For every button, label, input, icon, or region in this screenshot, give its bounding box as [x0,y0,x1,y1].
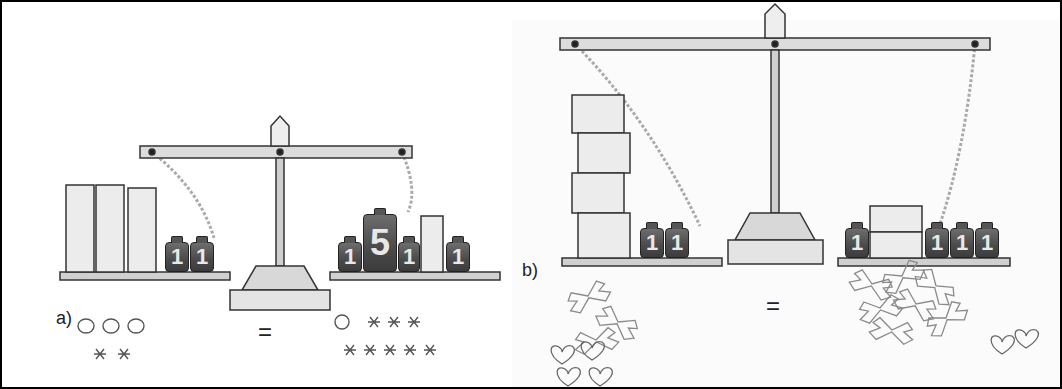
weight: 1 [190,242,214,272]
weight-knob [403,236,415,243]
scale-b [560,4,1010,266]
weight-number: 1 [452,246,464,268]
weight-knob [196,236,208,243]
weight: 1 [640,228,664,258]
weight: 1 [975,228,999,258]
weight-number: 5 [370,225,390,261]
weight-number: 1 [344,246,356,268]
panel-b [512,20,1060,387]
weight: 5 [363,214,397,272]
weight-knob [646,222,658,229]
panel-label: a) [56,308,72,329]
weight-number: 1 [196,246,208,268]
weight: 1 [845,228,869,258]
weight-number: 1 [931,232,943,254]
weight-knob [344,236,356,243]
weight: 1 [665,228,689,258]
weight-knob [851,222,863,229]
weight-number: 1 [671,232,683,254]
weight-number: 1 [956,232,968,254]
sketch-a [78,315,436,359]
weight-knob [171,236,183,243]
weight-knob [931,222,943,229]
weight: 1 [446,242,470,272]
weight-knob [981,222,993,229]
weight: 1 [398,242,420,272]
weight-knob [452,236,464,243]
weight: 1 [165,242,189,272]
panel-label: = [258,318,272,346]
weight-number: 1 [403,246,415,268]
weight-number: 1 [851,232,863,254]
weight: 1 [338,242,362,272]
weight: 1 [950,228,974,258]
scale-a [60,116,500,310]
weight-knob [374,208,386,215]
weight-knob [671,222,683,229]
sketch-b [551,256,1038,386]
weight-knob [956,222,968,229]
panel-label: b) [522,260,538,281]
weight: 1 [925,228,949,258]
panel-label: = [766,292,780,320]
weight-number: 1 [171,246,183,268]
weight-number: 1 [646,232,658,254]
weight-number: 1 [981,232,993,254]
